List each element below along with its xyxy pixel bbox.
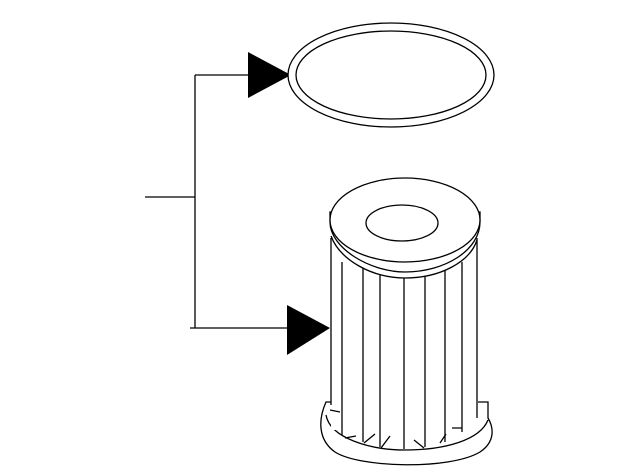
gasket — [287, 22, 495, 128]
leader-lines — [145, 52, 330, 355]
gasket-arrow-icon — [248, 52, 291, 98]
filter-arrow-icon — [287, 305, 330, 355]
center-hole — [365, 204, 439, 242]
filter-element — [320, 177, 493, 466]
filter-pleats — [329, 262, 463, 449]
